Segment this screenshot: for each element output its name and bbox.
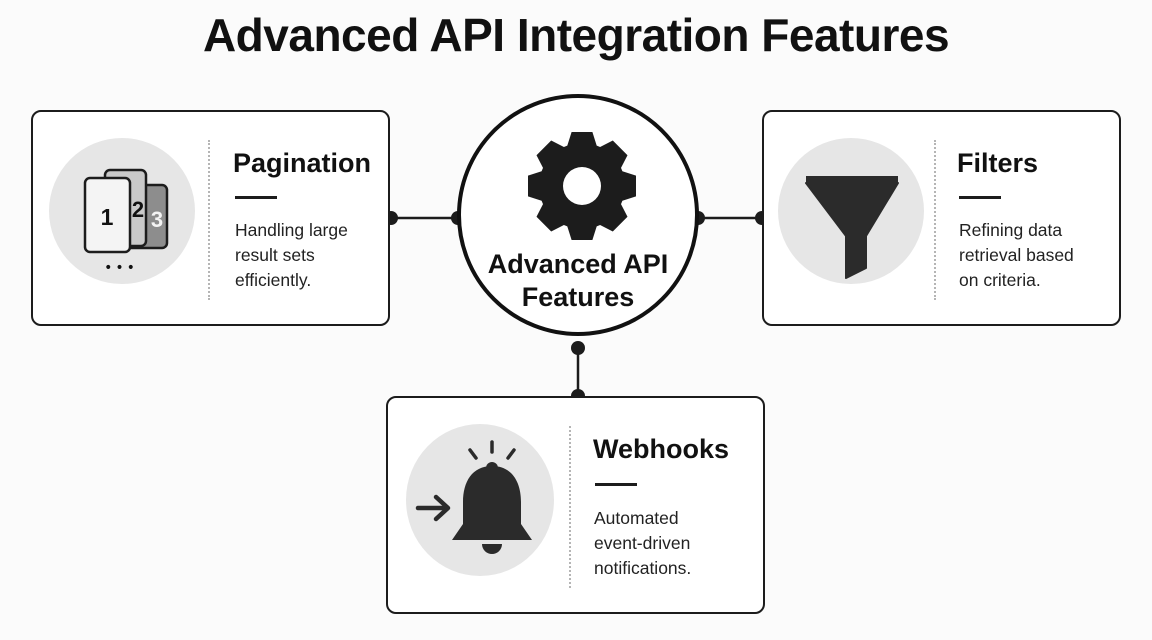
card-title: Webhooks [593, 434, 730, 464]
bell-icon [415, 440, 532, 554]
title-underline [595, 483, 637, 486]
pagination-icon-circle: 1 2 3 ••• [49, 138, 195, 284]
page-number: 1 [101, 204, 114, 230]
card-description: Automated event-driven notifications. [594, 508, 692, 578]
divider [934, 140, 936, 300]
gear-icon [528, 132, 636, 240]
webhooks-icon-circle [406, 424, 554, 576]
pagination-card: 1 2 3 ••• Pagination Handling large resu… [31, 110, 390, 326]
divider [569, 426, 571, 588]
more-ellipsis: ••• [104, 260, 138, 276]
page-number: 2 [132, 197, 144, 222]
card-title: Filters [957, 148, 1039, 178]
page-number: 3 [151, 207, 163, 232]
filters-card: Filters Refining data retrieval based on… [762, 110, 1121, 326]
connector-dot [571, 341, 585, 355]
page-title: Advanced API Integration Features [202, 9, 950, 61]
hub-label: Advanced API Features [487, 249, 669, 312]
card-description: Refining data retrieval based on criteri… [959, 220, 1074, 290]
funnel-icon [805, 176, 899, 279]
title-underline [959, 196, 1001, 199]
filters-icon-circle [778, 138, 924, 284]
title-underline [235, 196, 277, 199]
card-description: Handling large result sets efficiently. [235, 220, 348, 290]
hub-circle: Advanced API Features [457, 94, 699, 336]
gear-hole [563, 167, 601, 205]
pages-icon: 1 2 3 ••• [83, 168, 169, 276]
webhooks-card: Webhooks Automated event-driven notifica… [386, 396, 765, 614]
divider [208, 140, 210, 300]
card-title: Pagination [233, 148, 372, 178]
